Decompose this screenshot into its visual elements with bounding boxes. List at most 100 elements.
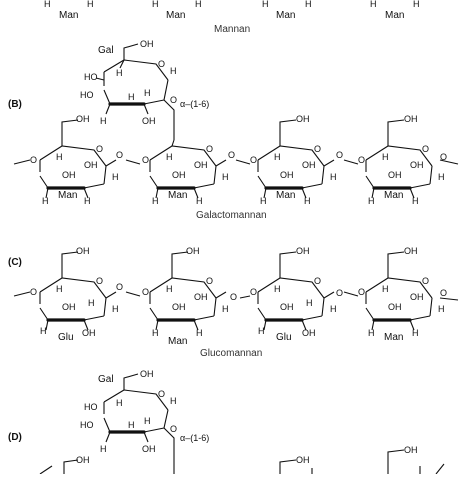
panel-caption: Galactomannan	[196, 210, 267, 221]
residue-label: Man	[385, 10, 404, 21]
oh-group: OH	[142, 444, 156, 454]
residue-label: Glu	[276, 332, 292, 343]
residue-label: Man	[384, 190, 403, 201]
ring-oxygen: O	[206, 276, 213, 286]
ring-oxygen: O	[422, 144, 429, 154]
h-atom: H	[330, 304, 337, 314]
linkage-label: α–(1-6)	[180, 433, 209, 443]
partial-ring: OH	[279, 455, 313, 474]
oh-group: OH	[76, 455, 90, 465]
oh-group: OH	[410, 160, 424, 170]
panel-a: H H Man H H Man H H Man H H Man Mannan	[44, 0, 420, 35]
h-atom: H	[88, 298, 95, 308]
h-atom: H	[144, 416, 151, 426]
h-atom: H	[100, 444, 107, 454]
h-atom: H	[222, 172, 229, 182]
h-atom: H	[262, 0, 269, 9]
glycosidic-oxygen: O	[116, 282, 123, 292]
h-atom: H	[100, 116, 107, 126]
h-atom: H	[116, 398, 123, 408]
oh-group: OH	[302, 160, 316, 170]
panel-label: (C)	[8, 257, 22, 268]
panel-b: (B) Gal OH O HO H H HO H H H OH O	[8, 39, 459, 221]
h-atom: H	[112, 172, 119, 182]
oh-group: OH	[296, 455, 310, 465]
h-atom: H	[304, 196, 311, 206]
oh-group: OH	[404, 246, 418, 256]
glycosidic-oxygen: O	[336, 288, 343, 298]
glucose-ring: OH O O H OH H H H OH Glu O	[239, 246, 343, 343]
h-atom: H	[196, 196, 203, 206]
residue-label: Man	[168, 190, 187, 201]
mannose-ring: OH O O H OH OH H H H Man O	[235, 114, 343, 206]
h-atom: H	[260, 196, 267, 206]
partial-ring: OH	[387, 445, 445, 475]
oh-group: OH	[172, 302, 186, 312]
h-atom: H	[382, 284, 389, 294]
glycosidic-oxygen: O	[440, 288, 447, 298]
residue-label: Man	[168, 336, 187, 347]
h-atom: H	[128, 92, 135, 102]
linkage-label: α–(1-6)	[180, 99, 209, 109]
ring-oxygen: O	[314, 144, 321, 154]
h-atom: H	[412, 196, 419, 206]
oh-group: OH	[186, 246, 200, 256]
h-atom: H	[195, 0, 202, 9]
panel-caption: Mannan	[214, 24, 250, 35]
oh-group: OH	[194, 292, 208, 302]
h-atom: H	[116, 68, 123, 78]
oh-group: OH	[140, 39, 154, 49]
residue-label: Man	[276, 10, 295, 21]
h-atom: H	[170, 396, 177, 406]
h-atom: H	[112, 304, 119, 314]
panel-d: (D) Gal OH O HO H H HO H H H OH O α–(1-6…	[8, 369, 445, 475]
oh-group: OH	[194, 160, 208, 170]
glycosidic-oxygen: O	[440, 152, 447, 162]
ring-oxygen: O	[358, 155, 365, 165]
partial-ring: OH	[39, 455, 90, 475]
oh-group: OH	[296, 246, 310, 256]
h-atom: H	[56, 152, 63, 162]
glycosidic-oxygen: O	[228, 150, 235, 160]
oh-group: OH	[410, 292, 424, 302]
oh-group: OH	[62, 170, 76, 180]
oh-group: OH	[302, 328, 316, 338]
oh-group: OH	[140, 369, 154, 379]
oh-group: OH	[388, 170, 402, 180]
oh-group: OH	[280, 302, 294, 312]
oh-group: OH	[62, 302, 76, 312]
h-atom: H	[56, 284, 63, 294]
oh-group: OH	[142, 116, 156, 126]
oh-group: OH	[172, 170, 186, 180]
h-atom: H	[42, 196, 49, 206]
residue-label: Man	[276, 190, 295, 201]
branch-label: Gal	[98, 45, 114, 56]
ho-group: HO	[80, 90, 94, 100]
oh-group: OH	[82, 328, 96, 338]
glycosidic-oxygen: O	[336, 150, 343, 160]
h-atom: H	[152, 328, 159, 338]
h-atom: H	[368, 196, 375, 206]
oh-group: OH	[404, 445, 418, 455]
mannose-ring: O O H OH OH H H H Man O	[125, 139, 235, 206]
ring-oxygen: O	[250, 287, 257, 297]
ring-oxygen: O	[96, 276, 103, 286]
gal-branch-ring: Gal OH O HO H H HO H H H OH O α–(1-6)	[80, 39, 209, 140]
h-atom: H	[274, 284, 281, 294]
h-atom: H	[128, 420, 135, 430]
h-atom: H	[382, 152, 389, 162]
ring-oxygen: O	[358, 287, 365, 297]
residue-label: Man	[384, 332, 403, 343]
h-atom: H	[368, 328, 375, 338]
ring-oxygen: O	[30, 155, 37, 165]
residue-label: Man	[58, 190, 77, 201]
h-atom: H	[305, 0, 312, 9]
ring-oxygen: O	[30, 287, 37, 297]
h-atom: H	[196, 328, 203, 338]
oh-group: OH	[76, 246, 90, 256]
gal-branch-ring: Gal OH O HO H H HO H H H OH O α–(1-6)	[80, 369, 209, 474]
panel-c: (C) OH O O H OH H H H OH Glu O	[8, 246, 459, 359]
glucose-ring: OH O O H OH H H H OH Glu O	[13, 246, 123, 343]
oh-group: OH	[296, 114, 310, 124]
mannose-ring: OH O O H OH OH H H H Man O	[343, 246, 459, 343]
